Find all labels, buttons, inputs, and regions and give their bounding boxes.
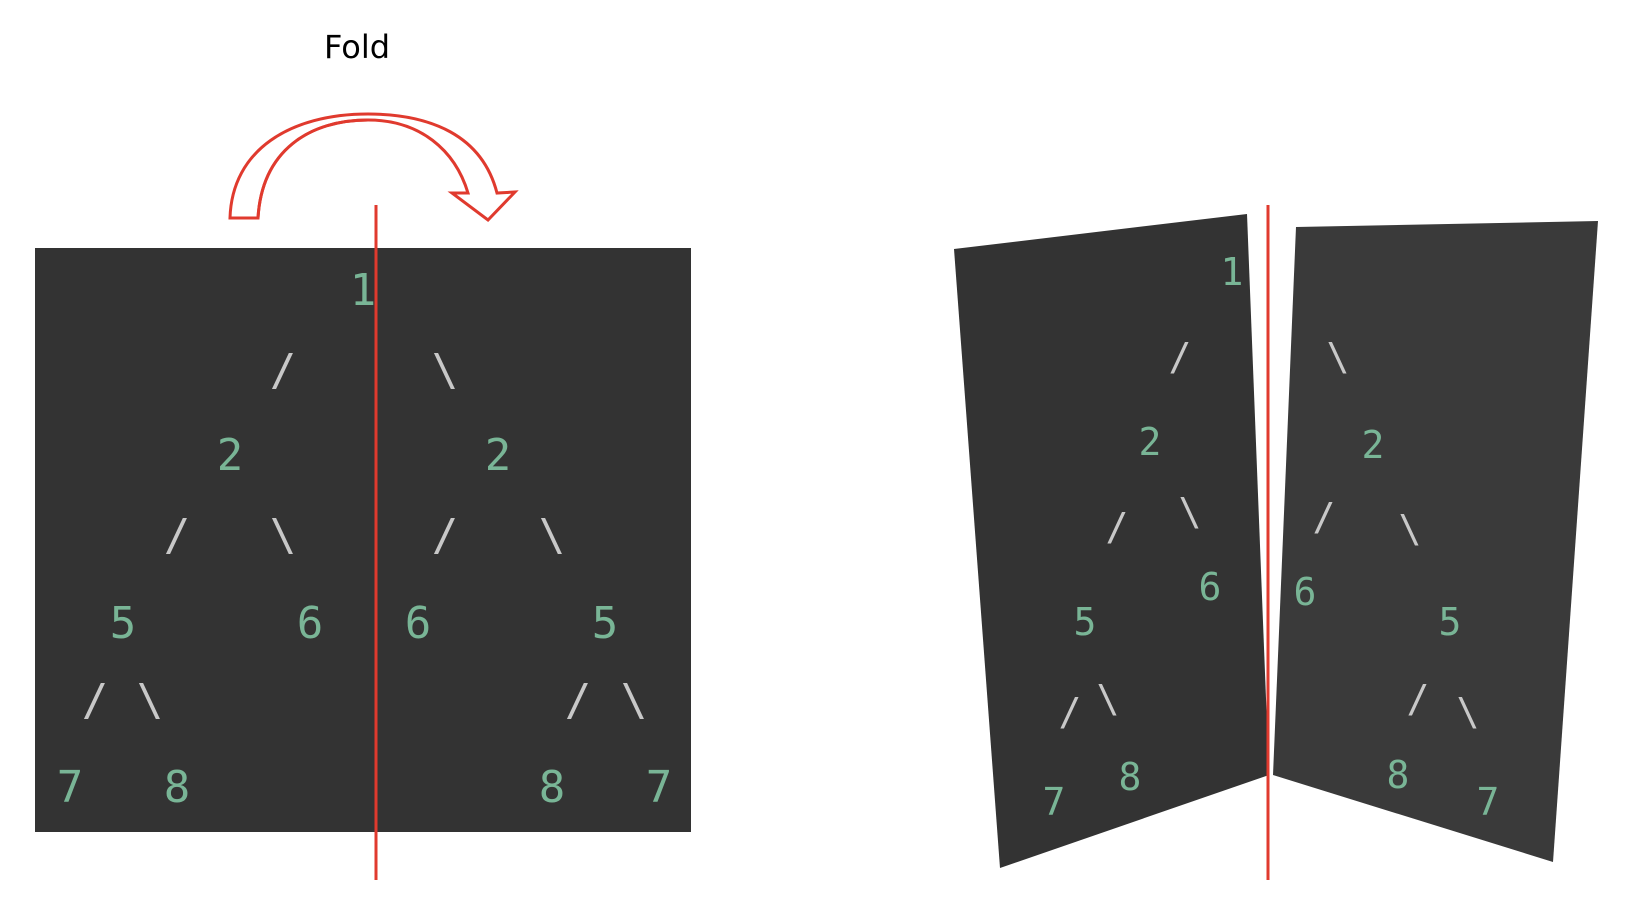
flat-edge-2a-right: \	[270, 510, 297, 561]
folded-left-edge-top: /	[1169, 335, 1192, 379]
folded-right-edge-rr: \	[1457, 690, 1480, 734]
folded-left-tree: 1 / 2 / \ 6 5 / \ 8 7	[1043, 250, 1244, 824]
fold-arrow-inner-curve	[256, 118, 369, 219]
fold-title: Fold	[324, 28, 390, 66]
flat-node-left-child: 2	[217, 430, 244, 481]
folded-left-panel	[954, 214, 1269, 868]
flat-tree: 1 / \ 2 2 / \ / \ 5 6 6 5 / \ / \ 7 8 8 …	[57, 265, 673, 813]
folded-right-edge-r: \	[1399, 507, 1422, 551]
folded-right-node-5: 5	[1439, 600, 1462, 644]
flat-node-6-left: 6	[297, 598, 324, 649]
folded-right-node-8: 8	[1387, 753, 1410, 797]
folded-left-node-5: 5	[1074, 600, 1097, 644]
folded-right-panel	[1273, 221, 1598, 862]
folded-left-child: 2	[1139, 420, 1162, 464]
flat-edge-5b-left: /	[565, 675, 592, 726]
flat-edge-root-left: /	[270, 345, 297, 396]
folded-left-node-8: 8	[1119, 755, 1142, 799]
folded-left-edge-ll: /	[1059, 690, 1082, 734]
flat-tree-panel	[35, 248, 691, 832]
flat-edge-5a-left: /	[82, 675, 109, 726]
flat-node-7-left: 7	[57, 762, 84, 813]
folded-right-node-7: 7	[1477, 780, 1500, 824]
flat-node-5-left: 5	[110, 598, 137, 649]
folded-right-child: 2	[1362, 423, 1385, 467]
folded-left-edge-r: \	[1179, 490, 1202, 534]
folded-left-root: 1	[1221, 250, 1244, 294]
flat-node-5-right: 5	[592, 598, 619, 649]
flat-edge-5a-right: \	[137, 675, 164, 726]
flat-node-8-left: 8	[164, 762, 191, 813]
flat-node-root: 1	[350, 265, 377, 316]
flat-edge-2b-right: \	[539, 510, 566, 561]
flat-node-8-right: 8	[539, 762, 566, 813]
folded-left-node-6: 6	[1199, 565, 1222, 609]
flat-node-7-right: 7	[646, 762, 673, 813]
flat-edge-2a-left: /	[164, 510, 191, 561]
flat-node-6-right: 6	[405, 598, 432, 649]
folded-right-edge-rl: /	[1407, 677, 1430, 721]
folded-right-edge-l: /	[1313, 495, 1336, 539]
folded-left-edge-lr: \	[1097, 677, 1120, 721]
folded-left-node-7: 7	[1043, 780, 1066, 824]
folded-left-edge-l: /	[1106, 505, 1129, 549]
flat-node-right-child: 2	[485, 430, 512, 481]
flat-edge-5b-right: \	[621, 675, 648, 726]
flat-edge-root-right: \	[432, 345, 459, 396]
folded-right-tree: \ 2 / \ 6 5 / \ 8 7	[1294, 335, 1500, 824]
flat-edge-2b-left: /	[432, 510, 459, 561]
folded-right-edge-top: \	[1327, 335, 1350, 379]
folded-right-node-6: 6	[1294, 570, 1317, 614]
